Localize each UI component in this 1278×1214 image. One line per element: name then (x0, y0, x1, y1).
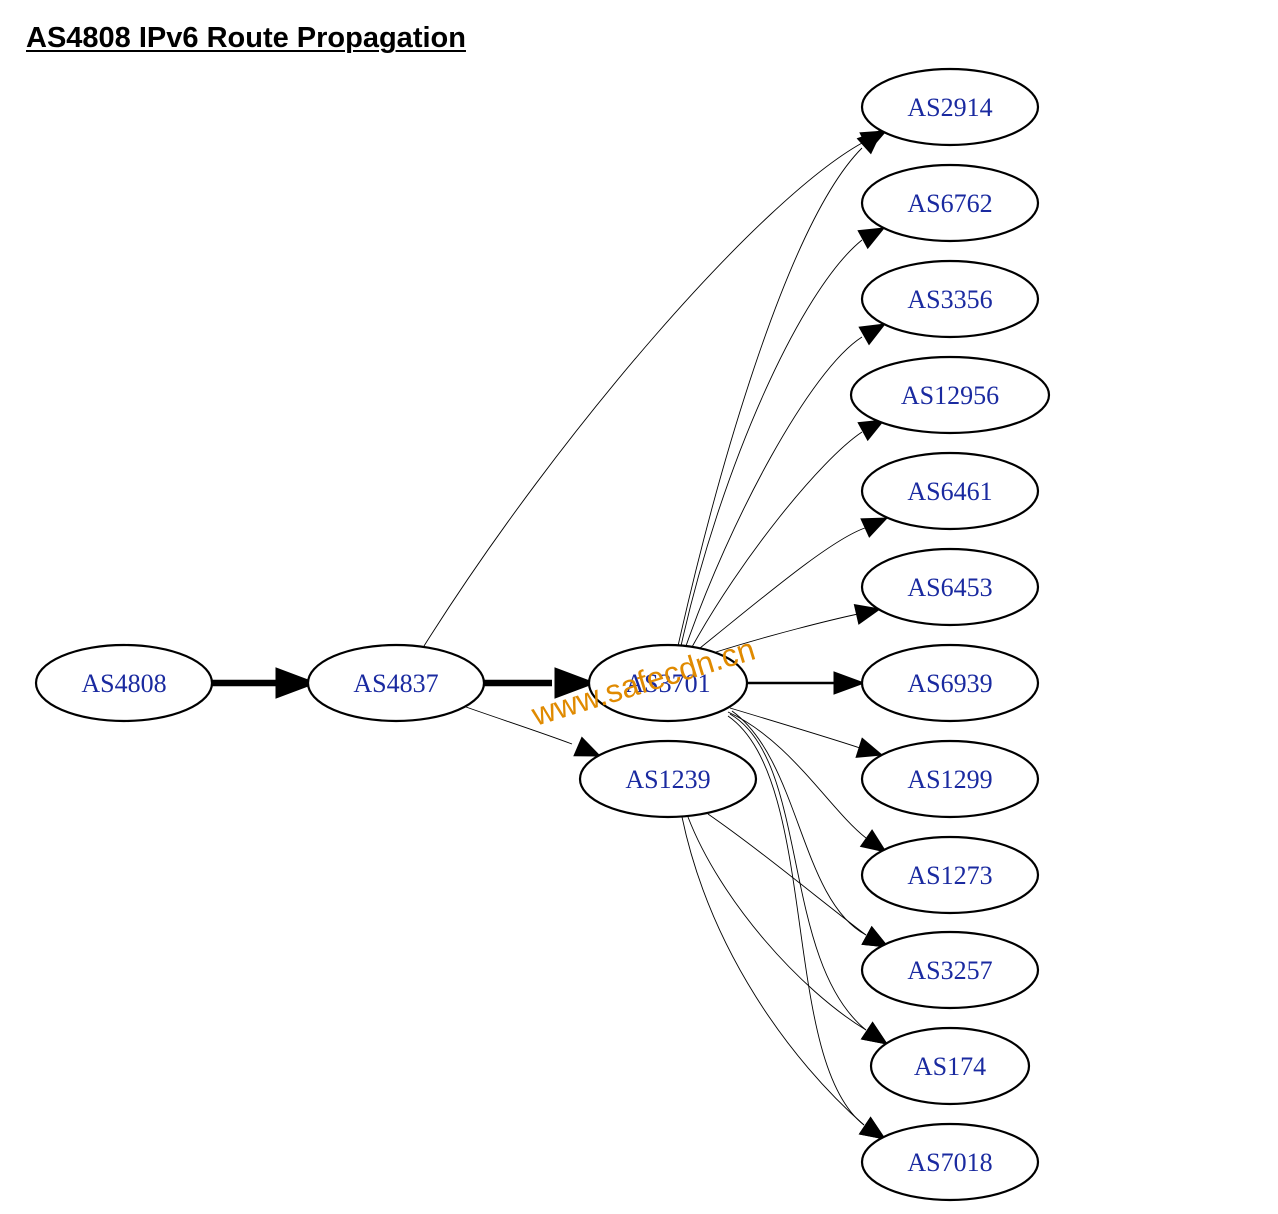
edge-as3701-to-as12956 (691, 419, 886, 648)
edge-line (681, 816, 865, 1126)
node-label: AS2914 (907, 93, 992, 122)
node-label: AS12956 (901, 381, 999, 410)
edge-as3701-to-as6762 (680, 227, 886, 647)
node-label: AS3356 (907, 285, 992, 314)
node-ellipse (860, 547, 1040, 627)
arrowhead (860, 517, 889, 538)
node-ellipse (860, 739, 1040, 819)
edge-as3701-to-as1299 (729, 707, 884, 758)
edge-line (699, 527, 866, 649)
arrowhead (857, 419, 886, 442)
arrowhead (859, 829, 888, 853)
edge-as3701-to-as3356 (685, 323, 887, 647)
node-ellipse (860, 643, 1040, 723)
node-label: AS4837 (353, 669, 438, 698)
edge-line (687, 816, 867, 1031)
arrowhead (554, 667, 597, 699)
node-as6762[interactable]: AS6762 (860, 163, 1040, 243)
arrowhead (857, 227, 886, 250)
node-ellipse (306, 643, 486, 723)
node-as6939[interactable]: AS6939 (860, 643, 1040, 723)
node-ellipse (860, 259, 1040, 339)
edge-line (677, 147, 863, 647)
node-label: AS3701 (625, 669, 710, 698)
edge-as3701-to-as6939 (746, 671, 866, 695)
node-as1273[interactable]: AS1273 (860, 835, 1040, 915)
arrowhead (853, 603, 882, 625)
edge-as4808-to-as4837 (211, 667, 318, 699)
edge-line (729, 713, 867, 1031)
node-as3356[interactable]: AS3356 (860, 259, 1040, 339)
edge-line (691, 431, 863, 648)
node-ellipse (34, 643, 214, 723)
arrowhead (833, 671, 866, 695)
node-label: AS3257 (907, 956, 992, 985)
edge-as1239-to-as174 (687, 816, 889, 1045)
page-title: AS4808 IPv6 Route Propagation (26, 22, 466, 54)
arrowhead (855, 737, 884, 758)
arrowhead (858, 1116, 887, 1140)
arrowhead (573, 736, 602, 757)
node-as3257[interactable]: AS3257 (860, 930, 1040, 1010)
edge-as4837-to-as2914 (423, 130, 888, 647)
node-label: AS7018 (907, 1148, 992, 1177)
edge-as4837-to-as1239 (465, 706, 602, 757)
node-ellipse (849, 355, 1051, 435)
edge-as1239-to-as7018 (681, 816, 887, 1140)
node-as4808[interactable]: AS4808 (34, 643, 214, 723)
edge-line (680, 239, 863, 647)
node-label: AS174 (914, 1052, 986, 1081)
node-label: AS6453 (907, 573, 992, 602)
node-label: AS1273 (907, 861, 992, 890)
node-ellipse (860, 835, 1040, 915)
node-label: AS6762 (907, 189, 992, 218)
edge-line (731, 710, 867, 936)
node-label: AS1299 (907, 765, 992, 794)
node-ellipse (587, 643, 749, 723)
edge-line (729, 707, 861, 749)
edge-line (715, 613, 859, 653)
arrowhead (275, 667, 318, 699)
edge-as4837-to-as3701 (483, 667, 597, 699)
node-ellipse (860, 1122, 1040, 1202)
node-label: AS6461 (907, 477, 992, 506)
node-ellipse (860, 451, 1040, 531)
arrowhead (856, 129, 883, 155)
node-as174[interactable]: AS174 (869, 1026, 1031, 1106)
node-as2914[interactable]: AS2914 (860, 67, 1040, 147)
node-ellipse (860, 163, 1040, 243)
node-ellipse (860, 67, 1040, 147)
arrowhead (860, 1021, 889, 1045)
edge-line (727, 715, 865, 1126)
node-as6453[interactable]: AS6453 (860, 547, 1040, 627)
node-ellipse (860, 930, 1040, 1010)
edge-line (685, 336, 863, 647)
node-as1299[interactable]: AS1299 (860, 739, 1040, 819)
arrowhead (858, 323, 887, 346)
edges-layer (211, 129, 890, 1140)
edge-as1239-to-as3257 (707, 813, 890, 948)
edge-line (423, 142, 863, 647)
edge-as3701-to-as6461 (699, 517, 889, 649)
node-as7018[interactable]: AS7018 (860, 1122, 1040, 1202)
node-as12956[interactable]: AS12956 (849, 355, 1051, 435)
node-ellipse (578, 739, 758, 819)
node-as3701[interactable]: AS3701 (587, 643, 749, 723)
edge-as3701-to-as1273 (727, 711, 888, 853)
edge-line (707, 813, 867, 936)
arrowhead (861, 925, 890, 948)
node-label: AS1239 (625, 765, 710, 794)
node-as1239[interactable]: AS1239 (578, 739, 758, 819)
edge-as3701-to-as6453 (715, 603, 882, 653)
node-ellipse (869, 1026, 1031, 1106)
edge-line (727, 711, 867, 839)
edge-line (465, 706, 573, 745)
node-label: AS6939 (907, 669, 992, 698)
node-label: AS4808 (81, 669, 166, 698)
edge-as3701-to-as2914 (677, 129, 883, 647)
node-as6461[interactable]: AS6461 (860, 451, 1040, 531)
node-as4837[interactable]: AS4837 (306, 643, 486, 723)
